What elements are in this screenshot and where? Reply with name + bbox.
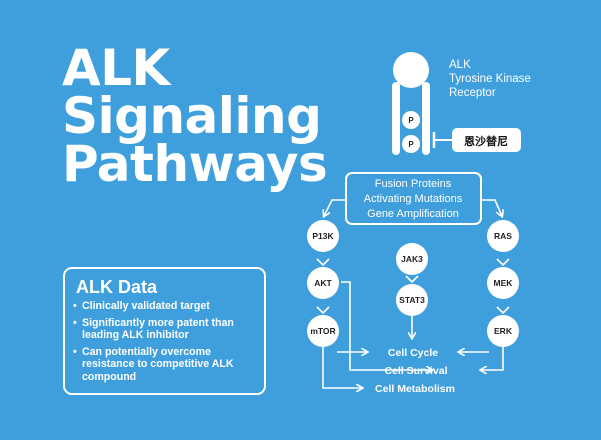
alk-data-item: Can potentially overcome resistance to c… xyxy=(73,346,259,384)
node-mtor: mTOR xyxy=(307,315,339,347)
node-akt-label: AKT xyxy=(314,278,332,288)
arrow-to-p13k xyxy=(324,199,346,216)
drug-label-box xyxy=(452,128,521,152)
node-jak3: JAK3 xyxy=(396,243,428,275)
arrow-akt-to-survival xyxy=(341,281,432,370)
trigger-fusion-proteins: Fusion Proteins xyxy=(375,178,452,190)
chevron-jak3-stat3 xyxy=(405,275,419,284)
inhibitor-symbol xyxy=(432,132,453,148)
drug-label: 恩沙替尼 xyxy=(464,134,508,148)
node-erk-label: ERK xyxy=(494,326,513,336)
chevron-ras-mek xyxy=(496,258,510,267)
chevron-p13k-akt xyxy=(316,258,330,267)
node-mek-label: MEK xyxy=(494,278,514,288)
alk-data-item: Clinically validated target xyxy=(73,300,259,313)
receptor-label-line-2: Tyrosine Kinase xyxy=(449,73,531,85)
arrow-erk-to-survival xyxy=(481,346,504,370)
node-ras: RAS xyxy=(487,220,519,252)
alk-data-title: ALK Data xyxy=(76,277,158,297)
alk-data-list: Clinically validated target Significantl… xyxy=(73,300,259,387)
triggers-box xyxy=(345,172,482,225)
receptor-label-line-3: Receptor xyxy=(449,87,496,99)
node-stat3-label: STAT3 xyxy=(399,295,425,305)
chevron-akt-mtor xyxy=(316,306,330,315)
node-p13k-label: P13K xyxy=(312,231,334,241)
node-mek: MEK xyxy=(487,267,519,299)
arrow-mtor-to-metabolism xyxy=(322,346,362,388)
outcome-cell-metabolism: Cell Metabolism xyxy=(375,383,455,395)
alk-receptor: P P xyxy=(392,52,430,155)
receptor-head xyxy=(393,52,429,88)
phospho-circle-1 xyxy=(402,111,420,129)
title-line-3: Pathways xyxy=(62,135,328,193)
phospho-circle-2 xyxy=(402,135,420,153)
node-erk: ERK xyxy=(487,315,519,347)
arrow-to-ras xyxy=(481,199,502,216)
node-jak3-label: JAK3 xyxy=(401,254,423,264)
receptor-right-arm xyxy=(422,82,430,155)
receptor-label-line-1: ALK xyxy=(449,59,471,71)
node-mtor-label: mTOR xyxy=(310,326,335,336)
trigger-gene-amplification: Gene Amplification xyxy=(367,208,459,220)
outcome-cell-survival: Cell Survival xyxy=(384,365,447,377)
alk-data-item: Significantly more patent than leading A… xyxy=(73,317,259,342)
outcome-cell-cycle: Cell Cycle xyxy=(388,347,438,359)
chevron-mek-erk xyxy=(496,306,510,315)
node-stat3: STAT3 xyxy=(396,284,428,316)
page-title: ALK Signaling Pathways xyxy=(62,39,328,193)
trigger-activating-mutations: Activating Mutations xyxy=(364,193,463,205)
receptor-left-arm xyxy=(392,82,400,155)
phospho-label-1: P xyxy=(408,116,414,125)
alk-data-box: ALK Data Clinically validated target Sig… xyxy=(63,267,266,395)
title-line-1: ALK xyxy=(62,39,170,97)
title-line-2: Signaling xyxy=(62,87,322,145)
node-ras-label: RAS xyxy=(494,231,512,241)
node-akt: AKT xyxy=(307,267,339,299)
phospho-label-2: P xyxy=(408,140,414,149)
node-p13k: P13K xyxy=(307,220,339,252)
